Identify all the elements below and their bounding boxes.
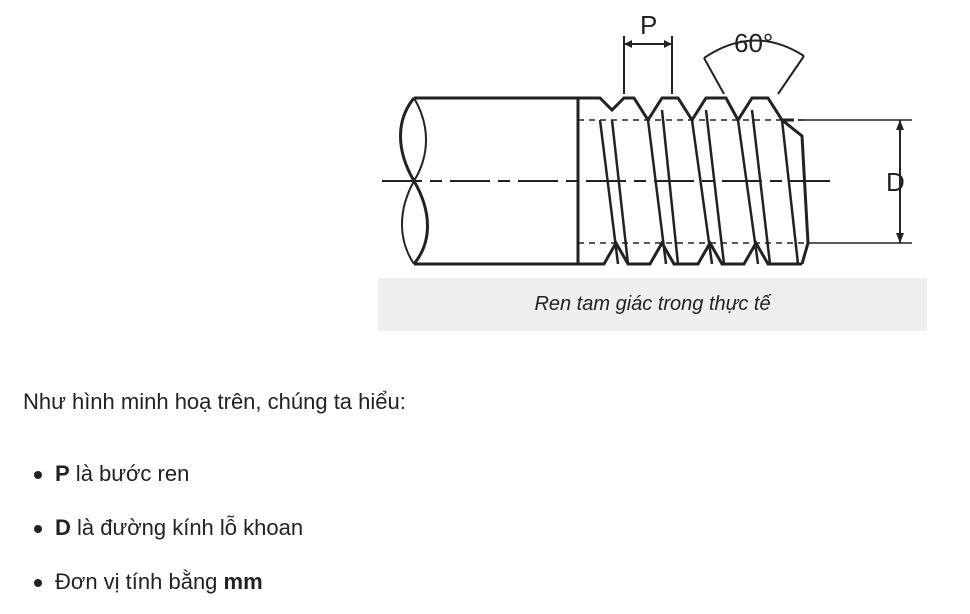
bullet-dot — [34, 525, 42, 533]
angle-arc — [703, 39, 805, 59]
caption-text: Ren tam giác trong thực tế — [534, 293, 771, 315]
list-item-pitch: P là bước ren — [0, 452, 303, 506]
list-item-diameter: D là đường kính lỗ khoan — [0, 506, 303, 560]
angle-label: 60° — [734, 28, 773, 58]
figure-caption: Ren tam giác trong thực tế — [378, 278, 927, 331]
thread-profile-bottom — [578, 239, 802, 266]
diameter-arrow-top — [896, 120, 904, 130]
bullet-dot — [34, 579, 42, 587]
angle-line-left — [703, 57, 725, 95]
diameter-arrow-bottom — [896, 233, 904, 243]
thread-diagram: P 60° D — [378, 0, 927, 278]
thread-helix — [598, 109, 800, 265]
definition-diameter: là đường kính lỗ khoan — [70, 515, 304, 540]
unit-value: mm — [223, 569, 263, 594]
bullet-dot — [34, 471, 42, 479]
diameter-label: D — [886, 167, 905, 197]
shaft-outline — [414, 96, 580, 266]
list-item-unit: Đơn vị tính bằng mm — [0, 560, 303, 614]
thread-figure: P 60° D Ren tam giác trong thực tế — [378, 0, 927, 332]
pitch-label: P — [640, 10, 657, 40]
angle-line-right — [777, 55, 805, 95]
pitch-arrow-left — [624, 40, 632, 48]
intro-paragraph: Như hình minh hoạ trên, chúng ta hiểu: — [23, 389, 406, 414]
definition-pitch: là bước ren — [69, 461, 190, 486]
thread-end — [781, 118, 810, 265]
term-diameter: D — [55, 515, 71, 540]
shaft-break-inner — [401, 97, 427, 265]
definition-list: P là bước ren D là đường kính lỗ khoan Đ… — [0, 452, 303, 614]
pitch-arrow-right — [664, 40, 672, 48]
unit-text: Đơn vị tính bằng — [55, 569, 224, 594]
thread-profile-top — [578, 96, 794, 123]
term-pitch: P — [55, 461, 70, 486]
